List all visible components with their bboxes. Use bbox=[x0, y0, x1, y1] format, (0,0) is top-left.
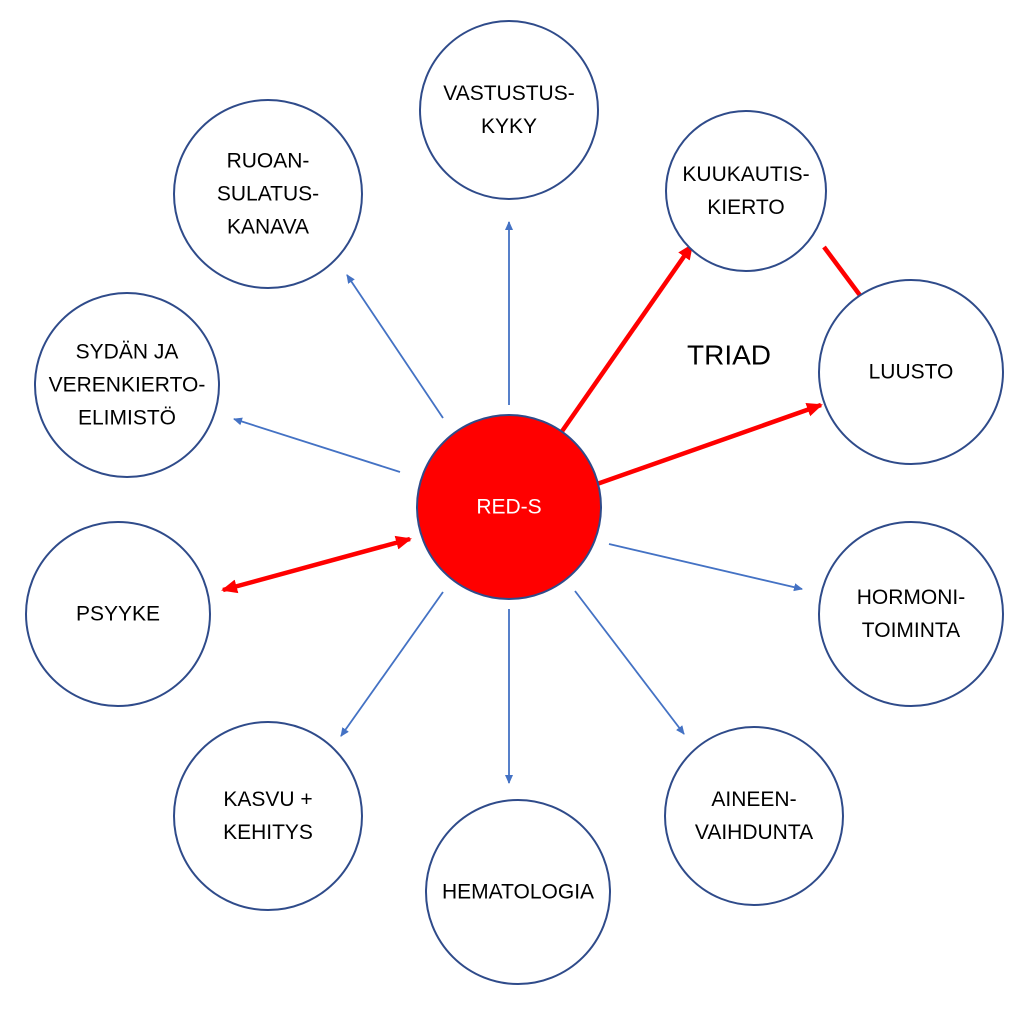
node-label-hematologia-line-0: HEMATOLOGIA bbox=[442, 881, 594, 904]
node-circle-kasvu bbox=[173, 721, 363, 911]
node-label-kuukautiskierto-line-1: KIERTO bbox=[707, 196, 784, 219]
node-label-sydan-line-0: SYDÄN JA bbox=[76, 341, 179, 364]
node-label-hormonitoiminta-line-1: TOIMINTA bbox=[862, 619, 960, 642]
node-label-hormonitoiminta-line-0: HORMONI- bbox=[857, 586, 966, 609]
arrow-to-kuukautiskierto bbox=[556, 243, 694, 439]
node-aineenvaihdunta: AINEEN- VAIHDUNTA bbox=[664, 726, 844, 906]
node-psyyke: PSYYKE bbox=[25, 521, 211, 707]
node-vastustuskyky: VASTUSTUS- KYKY bbox=[419, 20, 599, 200]
node-label-vastustuskyky-line-1: KYKY bbox=[481, 115, 537, 138]
triad-link-kuukautiskierto-luusto bbox=[822, 245, 864, 300]
node-label-kasvu-line-0: KASVU + bbox=[223, 788, 312, 811]
nodes-layer: VASTUSTUS- KYKY RUOAN- SULATUS- KANAVA KUUKAU… bbox=[25, 20, 1004, 985]
node-circle-psyyke bbox=[25, 521, 211, 707]
center-label: RED-S bbox=[476, 496, 541, 519]
node-luusto: LUUSTO bbox=[818, 279, 1004, 465]
node-sydan: SYDÄN JA VERENKIERTO- ELIMISTÖ bbox=[34, 292, 220, 478]
triad-label: TRIAD bbox=[687, 340, 771, 371]
arrow-to-hormonitoiminta bbox=[608, 543, 803, 592]
node-label-aineenvaihdunta-line-0: AINEEN- bbox=[711, 788, 796, 811]
node-circle-kuukautiskierto bbox=[665, 110, 827, 272]
arrows-layer bbox=[221, 221, 864, 784]
arrow-to-aineenvaihdunta bbox=[574, 590, 685, 735]
node-label-sydan-line-1: VERENKIERTO- bbox=[49, 374, 206, 397]
center-node-red-s: RED-S bbox=[416, 414, 602, 600]
arrow-to-kasvu bbox=[340, 591, 444, 737]
node-label-vastustuskyky-line-0: VASTUSTUS- bbox=[443, 82, 574, 105]
arrow-psyyke-bidirectional bbox=[221, 535, 412, 594]
node-circle-hematologia bbox=[425, 799, 611, 985]
node-circle-hormonitoiminta bbox=[818, 521, 1004, 707]
node-label-ruoansulatuskanava-line-2: KANAVA bbox=[227, 216, 309, 239]
node-label-ruoansulatuskanava-line-1: SULATUS- bbox=[217, 183, 319, 206]
arrow-to-luusto bbox=[596, 402, 823, 487]
node-circle-aineenvaihdunta bbox=[664, 726, 844, 906]
node-kasvu: KASVU + KEHITYS bbox=[173, 721, 363, 911]
node-ruoansulatuskanava: RUOAN- SULATUS- KANAVA bbox=[173, 99, 363, 289]
node-circle-ruoansulatuskanava bbox=[173, 99, 363, 289]
node-hematologia: HEMATOLOGIA bbox=[425, 799, 611, 985]
node-label-sydan-line-2: ELIMISTÖ bbox=[78, 407, 176, 430]
node-hormonitoiminta: HORMONI- TOIMINTA bbox=[818, 521, 1004, 707]
node-kuukautiskierto: KUUKAUTIS- KIERTO bbox=[665, 110, 827, 272]
node-label-kuukautiskierto-line-0: KUUKAUTIS- bbox=[682, 163, 809, 186]
node-circle-vastustuskyky bbox=[419, 20, 599, 200]
center-circle bbox=[416, 414, 602, 600]
node-circle-sydan bbox=[34, 292, 220, 478]
node-label-kasvu-line-1: KEHITYS bbox=[223, 821, 313, 844]
arrow-to-ruoansulatuskanava bbox=[346, 274, 444, 419]
node-label-psyyke-line-0: PSYYKE bbox=[76, 603, 160, 626]
node-label-ruoansulatuskanava-line-0: RUOAN- bbox=[227, 150, 310, 173]
node-label-luusto-line-0: LUUSTO bbox=[869, 361, 954, 384]
node-label-aineenvaihdunta-line-1: VAIHDUNTA bbox=[695, 821, 813, 844]
arrow-to-sydan bbox=[233, 417, 401, 473]
node-circle-luusto bbox=[818, 279, 1004, 465]
